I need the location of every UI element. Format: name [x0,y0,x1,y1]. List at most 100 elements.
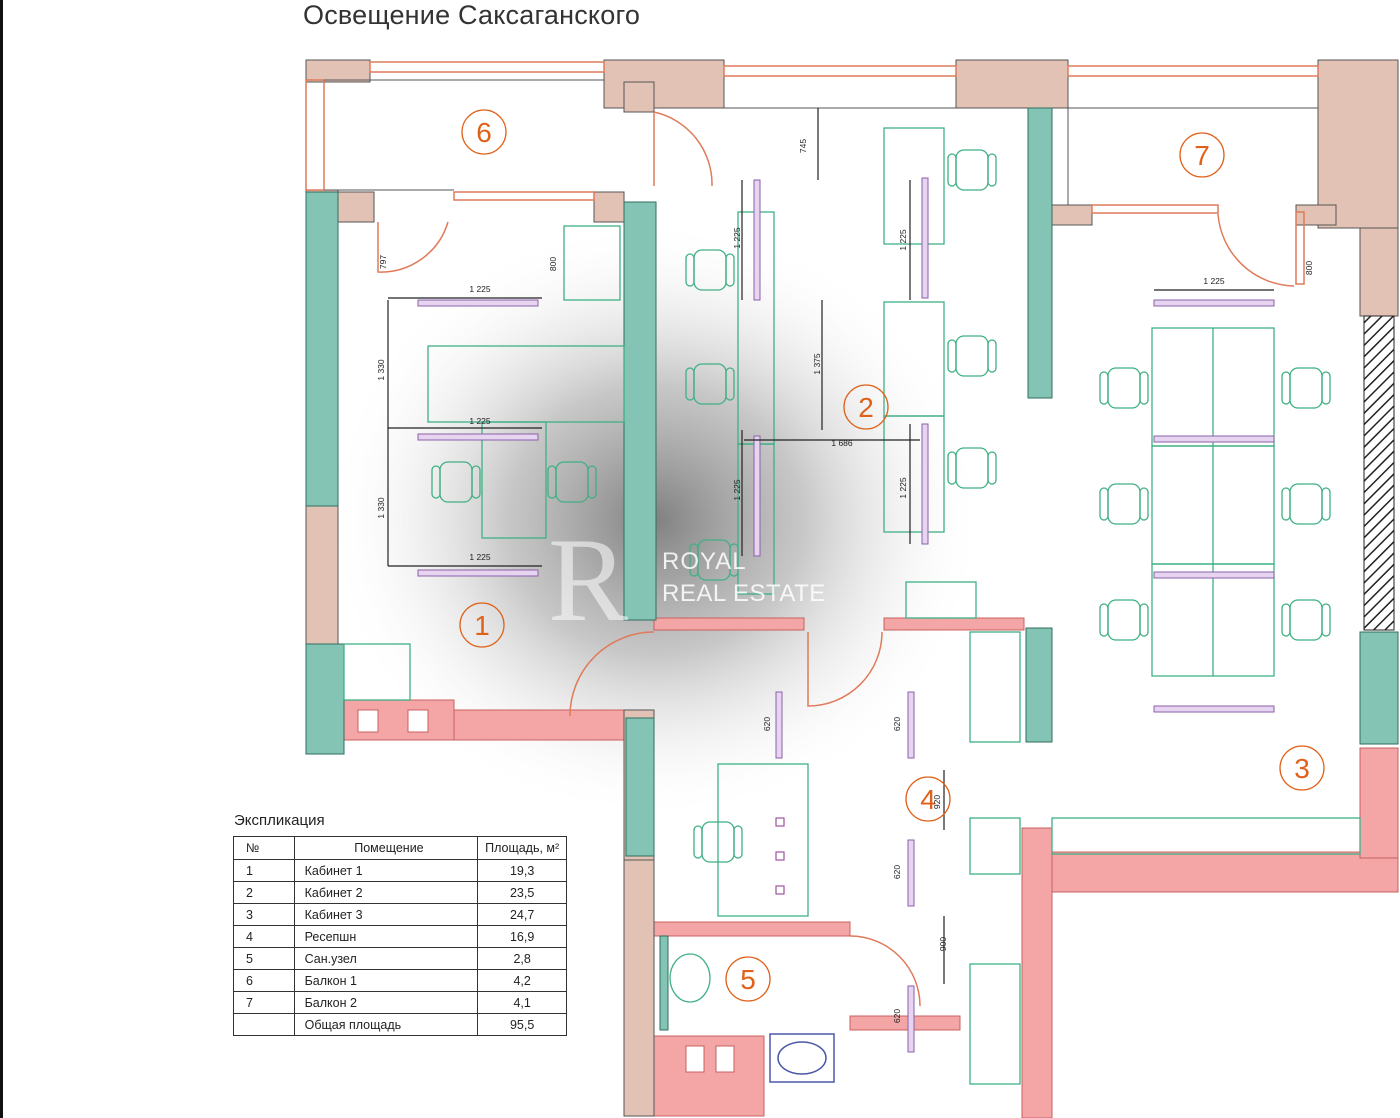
dimension-lines [387,108,1274,984]
watermark-logo: R [548,513,629,646]
walls-teal [305,107,1399,1031]
room-circle [905,776,951,822]
hatched-wall [1363,315,1395,631]
dimension-label: 920 [932,795,942,809]
chair [685,363,735,405]
page-left-border [0,0,3,1118]
explication-room: Кабинет 2 [293,881,479,904]
dimension-label: 1 225 [1203,276,1225,286]
chair [547,461,597,503]
dimension-label: 620 [892,717,902,731]
room-number: 3 [1294,753,1310,784]
explication-room: Сан.узел [293,947,479,970]
chair [947,335,997,377]
explication-title: Экспликация [234,812,325,829]
room-number: 7 [1194,140,1210,171]
room-label-5: 5 [725,956,771,1002]
dimension-label: 620 [762,717,772,731]
explication-total-row: Общая площадь 95,5 [233,1013,567,1036]
watermark-line1: ROYAL [662,548,747,575]
explication-num: 1 [233,859,295,882]
room-number: 5 [740,964,756,995]
watermark-line2: REAL ESTATE [662,580,826,607]
room-label-7: 7 [1179,132,1225,178]
explication-room: Ресепшн [293,925,479,948]
explication-num: 5 [233,947,295,970]
door-swings [377,111,1295,1007]
chair [1099,599,1149,641]
explication-header-row: № Помещение Площадь, м² [233,836,567,860]
explication-num: 2 [233,881,295,904]
room-label-1: 1 [459,602,505,648]
explication-num: 6 [233,969,295,992]
room-circle [1179,132,1225,178]
explication-area: 23,5 [477,881,567,904]
room-circle [1279,745,1325,791]
dimension-label: 900 [938,937,948,951]
dimension-label: 1 225 [732,479,742,501]
header-num: № [233,836,295,860]
room-circle [461,109,507,155]
total-area: 95,5 [477,1013,567,1036]
chair [1281,483,1331,525]
balcony-rails [324,79,1318,205]
dimension-label: 1 225 [898,477,908,499]
washbasin [769,1033,835,1083]
room-label-4: 4 [905,776,951,822]
chair [431,461,481,503]
room-labels: 1 2 3 4 5 6 7 [459,109,1325,1002]
room-label-2: 2 [843,384,889,430]
dimension-label: 1 225 [469,416,491,426]
chair [693,821,743,863]
dimension-label: 745 [798,139,808,153]
lamp-strips [417,177,1275,1053]
explication-room: Балкон 1 [293,969,479,992]
room-circle [725,956,771,1002]
plan-title: Освещение Саксаганского [303,0,641,30]
spot-lights [775,817,785,895]
room-label-3: 3 [1279,745,1325,791]
dimension-label: 1 686 [831,438,853,448]
balconies [305,61,1319,285]
explication-area: 19,3 [477,859,567,882]
dimension-label: 1 375 [812,353,822,375]
chair [1281,367,1331,409]
room-label-6: 6 [461,109,507,155]
chair [1099,367,1149,409]
dimension-label: 800 [1304,261,1314,275]
room-number: 1 [474,610,490,641]
explication-room: Кабинет 3 [293,903,479,926]
explication-num: 4 [233,925,295,948]
total-num [233,1013,295,1036]
room-circle [843,384,889,430]
explication-area: 24,7 [477,903,567,926]
chair [947,447,997,489]
chair [947,149,997,191]
room-number: 2 [858,392,874,423]
dimension-label: 620 [892,865,902,879]
explication-room: Кабинет 1 [293,859,479,882]
room-circle [459,602,505,648]
room-number: 4 [920,784,936,815]
chairs [431,149,1331,863]
explication-area: 2,8 [477,947,567,970]
chair [1281,599,1331,641]
dimension-label: 1 225 [469,284,491,294]
dimension-label: 797 [378,255,388,269]
dimension-label: 1 225 [469,552,491,562]
dimension-label: 1 330 [376,497,386,519]
room-number: 6 [476,117,492,148]
chair [1099,483,1149,525]
explication-num: 7 [233,991,295,1014]
